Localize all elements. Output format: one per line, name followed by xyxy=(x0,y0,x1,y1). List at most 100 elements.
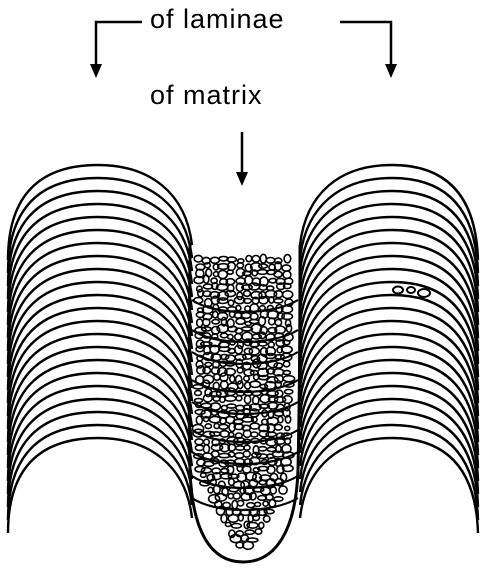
matrix-granule xyxy=(282,346,293,353)
matrix-granule xyxy=(260,254,266,263)
matrix-granule xyxy=(285,426,290,430)
left-arrow-head xyxy=(90,64,102,78)
matrix-granule xyxy=(225,523,230,527)
matrix-granule xyxy=(201,473,207,477)
matrix-granule xyxy=(195,391,202,396)
matrix-granule xyxy=(208,487,213,493)
matrix-granule xyxy=(266,432,276,437)
matrix-granule xyxy=(219,424,228,429)
matrix-granule xyxy=(237,368,243,373)
matrix-granule xyxy=(230,535,241,543)
matrix-granule xyxy=(255,529,262,534)
matrix-granule xyxy=(282,265,291,271)
matrix-granule xyxy=(213,396,220,401)
matrix-granule xyxy=(227,404,236,408)
matrix-granule xyxy=(223,502,230,507)
matrix-granule xyxy=(236,375,242,384)
matrix-granule xyxy=(241,313,251,319)
matrix-granule xyxy=(196,416,202,424)
label-of-laminae: of laminae xyxy=(150,6,285,33)
lamina-arc xyxy=(8,438,192,533)
matrix-granule xyxy=(196,346,204,351)
matrix-granule xyxy=(259,481,266,485)
matrix-granule xyxy=(236,305,241,310)
matrix-granule xyxy=(259,264,268,268)
matrix-granule xyxy=(211,257,220,263)
matrix-granule xyxy=(195,445,203,450)
matrix-granule xyxy=(232,524,242,529)
detail-oval xyxy=(418,289,430,297)
matrix-granule xyxy=(236,446,245,450)
matrix-granule xyxy=(275,390,283,397)
matrix-granule xyxy=(278,416,283,422)
matrix-granule xyxy=(221,514,227,522)
matrix-granule xyxy=(237,500,243,506)
matrix-granule xyxy=(228,334,233,339)
matrix-granule xyxy=(244,291,251,297)
matrix-granule xyxy=(237,465,242,472)
matrix-granule xyxy=(237,292,243,299)
matrix-granule xyxy=(243,542,254,550)
matrix-granule xyxy=(255,502,261,506)
matrix-granule xyxy=(245,395,251,403)
left-bracket-line xyxy=(96,22,142,68)
matrix-granule xyxy=(235,334,242,340)
matrix-granule xyxy=(236,396,242,401)
label-of-matrix: of matrix xyxy=(150,82,263,109)
matrix-granule xyxy=(194,255,202,262)
matrix-granule xyxy=(274,411,283,416)
matrix-granule xyxy=(259,522,264,528)
matrix-granule xyxy=(228,515,238,523)
matrix-granule xyxy=(245,530,254,534)
matrix-granule xyxy=(263,501,268,506)
matrix-granule xyxy=(283,361,289,367)
matrix-granule xyxy=(274,425,282,431)
matrix-granule xyxy=(237,263,244,268)
right-bracket-line xyxy=(340,22,391,68)
matrix-granule xyxy=(252,255,260,262)
matrix-granule xyxy=(247,503,255,508)
matrix-granule xyxy=(236,318,245,324)
matrix-granule xyxy=(251,432,258,437)
matrix-granule xyxy=(203,367,211,374)
matrix-granule xyxy=(285,389,293,394)
matrix-granule xyxy=(230,376,235,383)
matrix-granule xyxy=(274,363,282,368)
matrix-granule xyxy=(210,432,221,436)
matrix-granule xyxy=(204,417,209,422)
matrix-granule xyxy=(283,291,293,299)
lamina-arc xyxy=(300,425,478,520)
matrix-granule xyxy=(275,319,282,325)
matrix-granule xyxy=(205,263,211,268)
matrix-granule xyxy=(195,399,203,403)
matrix-granule xyxy=(227,270,233,274)
matrix-granule xyxy=(233,493,240,499)
matrix-granule xyxy=(250,381,261,387)
matrix-granule xyxy=(283,376,294,382)
matrix-granule xyxy=(212,320,219,324)
lamina-arc xyxy=(8,425,192,520)
right-laminae-arcs xyxy=(300,165,478,533)
matrix-granule xyxy=(228,383,238,391)
matrix-granule xyxy=(244,376,249,381)
matrix-granule xyxy=(197,319,203,327)
matrix-granule xyxy=(195,439,203,445)
matrix-granule xyxy=(205,362,212,366)
matrix-granule xyxy=(283,396,292,404)
right-arrow-head xyxy=(385,64,397,78)
matrix-arrow xyxy=(236,132,248,186)
matrix-granule xyxy=(266,258,275,264)
matrix-granule xyxy=(204,275,209,283)
matrix-granule xyxy=(279,486,287,494)
matrix-granule xyxy=(238,515,243,521)
matrix-arrow-head xyxy=(236,172,248,186)
matrix-granule xyxy=(221,333,228,338)
matrix-granule xyxy=(212,327,220,335)
matrix-granule xyxy=(205,424,211,429)
matrix-granule xyxy=(267,447,276,451)
matrix-granule xyxy=(269,500,276,507)
matrix-granule xyxy=(225,396,236,401)
lamina-arc xyxy=(300,438,478,533)
matrix-granule xyxy=(246,256,252,262)
detail-oval xyxy=(407,287,415,293)
